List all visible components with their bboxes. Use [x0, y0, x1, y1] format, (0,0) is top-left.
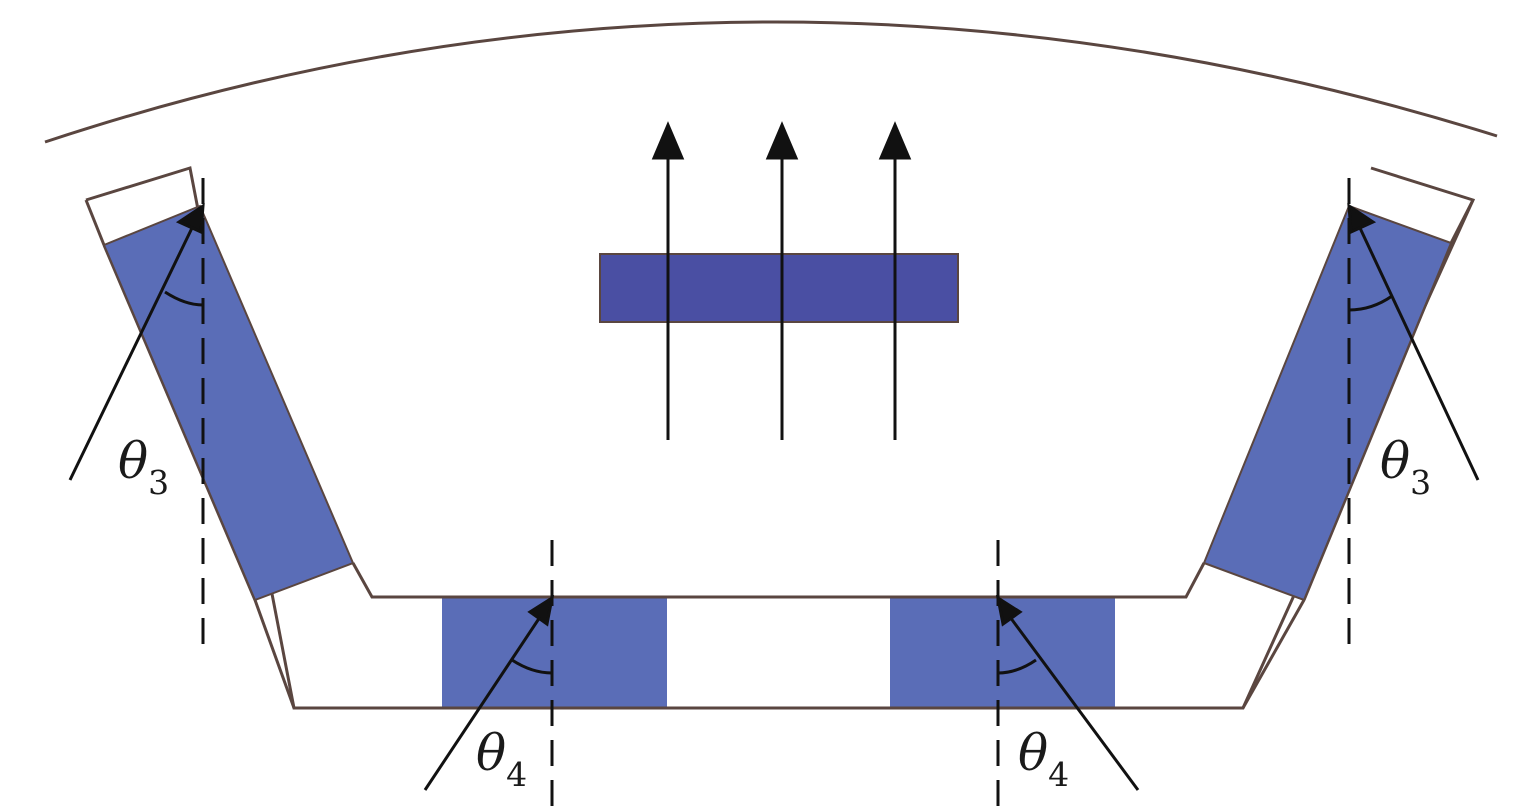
rotor-outer-arc: [44, 20, 1498, 144]
left-magnet-magnetization-arrow: [68, 227, 194, 481]
left-slot-bottom-edge: [253, 599, 296, 709]
theta3-right-arc: [1348, 294, 1393, 312]
right-magnet-magnetization-arrowhead: [1347, 203, 1377, 235]
center-magnet: [599, 253, 959, 323]
bottom-left-magnetization-arrow: [423, 616, 542, 791]
bottom-left-magnet: [442, 597, 667, 708]
left-magnet-magnetization-arrowhead: [175, 203, 205, 235]
theta4-left-label: θ4: [476, 724, 527, 794]
bottom-left-magnetization-arrowhead: [527, 594, 555, 627]
flux-arrow-3-head: [878, 121, 912, 160]
theta4-left-arc: [511, 658, 553, 675]
pole-outline-inner-left: [351, 562, 1206, 599]
bottom-right-magnetization-arrow: [1008, 616, 1140, 791]
right-inclined-magnet: [1202, 204, 1453, 602]
angle-arcs: [164, 290, 1393, 675]
flux-arrow-2-head: [765, 121, 799, 160]
theta3-right-label: θ3: [1380, 432, 1431, 502]
theta4-right-label: θ4: [1018, 724, 1069, 794]
bottom-right-magnetization-arrowhead: [995, 594, 1023, 627]
left-inclined-magnet: [102, 204, 355, 602]
theta3-left-label: θ3: [118, 432, 169, 502]
flux-arrow-1-head: [651, 121, 685, 160]
theta4-right-arc: [997, 658, 1037, 675]
flux-arrows: [651, 121, 912, 440]
left-slot-top-edge: [84, 199, 106, 246]
theta3-left-arc: [164, 290, 204, 307]
right-slot-bottom-edge: [1241, 599, 1306, 709]
right-slot-top-edge: [1449, 199, 1475, 244]
right-magnet-magnetization-arrow: [1358, 227, 1480, 481]
reference-lines: [201, 178, 1351, 810]
magnetization-arrows: [68, 203, 1480, 791]
